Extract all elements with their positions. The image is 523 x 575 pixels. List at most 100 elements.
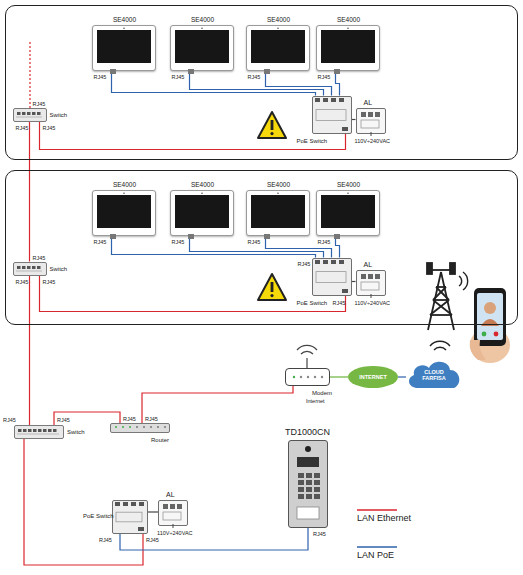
poe-port [323,98,328,102]
video-monitor-drawing [93,26,155,70]
port-label: RJ45 [248,74,261,80]
port-label: RJ45 [333,300,346,306]
port-label: RJ45 [94,239,107,245]
display [297,457,319,467]
warning-mark [271,120,274,130]
keypad-key [306,473,312,478]
poe-switch-drawing [313,97,351,133]
port-label: RJ45 [172,74,185,80]
keypad-key [314,473,320,478]
port-label: RJ45 [248,239,261,245]
power-supply: AL110V÷240VAC [356,108,386,134]
port-label: Switch [50,266,68,273]
rj45-port [264,69,270,74]
ethernet-cable [142,386,293,423]
tower-arm [430,269,452,271]
device-label: SE4000 [317,181,381,188]
poe-port [115,502,120,506]
answer-button [482,332,487,337]
port-label: Router [151,437,169,444]
psu-module [163,512,181,520]
poe-switch: PoE Switch [312,96,352,134]
poe-port [315,98,320,102]
video-monitor-drawing [171,26,233,70]
device-label: CLOUD FARFISA [412,369,456,381]
switch-port [37,266,41,269]
legend-line-sample [357,546,397,547]
rj45-port [110,234,116,239]
legend-label: LAN PoE [357,551,394,561]
device-label: SE4000 [93,16,157,23]
poe-cable [112,71,316,96]
monitor-screen [175,195,229,228]
device-label: RJ45 [33,101,46,107]
power-cable [352,119,356,120]
network-switch: RJ45RJ45Switch [14,425,64,439]
wifi-arc [463,272,468,290]
wifi-arc [434,347,446,350]
power-supply-drawing [357,271,385,295]
keypad-key [306,480,312,485]
port-label: Internet [306,398,325,404]
monitor-screen [175,30,229,63]
monitor-screen [321,195,375,228]
network-switch-drawing [14,263,46,275]
device-label: SE4000 [317,16,381,23]
device-label: PoE Switch [83,513,114,520]
ethernet-cable [29,276,30,426]
tower-brace [433,287,446,300]
keypad-key [298,494,304,499]
monitor-camera [277,192,279,194]
video-monitor: SE4000RJ45 [246,190,310,236]
poe-port [331,260,336,264]
video-monitor: SE4000RJ45 [316,190,380,236]
video-monitor: SE4000RJ45 [246,25,310,71]
switch-port [22,112,26,115]
keypad-key [306,494,312,499]
video-monitor-drawing [93,191,155,235]
farfisa-cloud: CLOUD FARFISA [406,358,462,390]
cell-tower [427,263,468,350]
poe-cable [190,236,324,258]
poe-cable [336,71,340,96]
switch-port [22,266,26,269]
switch-port [23,429,27,432]
video-monitor: SE4000RJ45 [170,25,234,71]
router-led [157,426,159,428]
monitor-screen [251,195,305,228]
switch-port [27,112,31,115]
monitor-camera [277,27,279,29]
legend-line-sample [357,509,397,510]
network-switch-drawing [14,109,46,121]
mains-wire [173,524,174,528]
caller-face [484,302,496,314]
port-label: RJ45 [318,74,331,80]
device-label: INTERNET [348,374,398,380]
poe-port [123,502,128,506]
door-station-drawing [289,441,327,527]
switch-port [43,429,47,432]
warning-sign [258,112,286,138]
port-label: RJ45 [99,537,112,543]
keypad-key [314,494,320,499]
ethernet-cable [40,276,346,312]
device-label: AL [166,491,175,499]
terminal [361,274,366,279]
port-label: RJ45 [313,531,326,537]
port-label: RJ45 [43,279,56,285]
modem-drawing [286,369,329,385]
phone-body [474,288,506,346]
poe-module [116,512,142,522]
terminal [368,112,373,117]
cloud-shape [409,362,459,388]
terminal [375,112,380,117]
switch-port [37,112,41,115]
router-led [129,426,131,428]
wifi-arc [301,351,313,354]
video-monitor: SE4000RJ45 [92,25,156,71]
keypad-key [298,480,304,485]
wifi-arc [297,345,317,350]
keypad-key [298,487,304,492]
device-label: SE4000 [247,16,311,23]
